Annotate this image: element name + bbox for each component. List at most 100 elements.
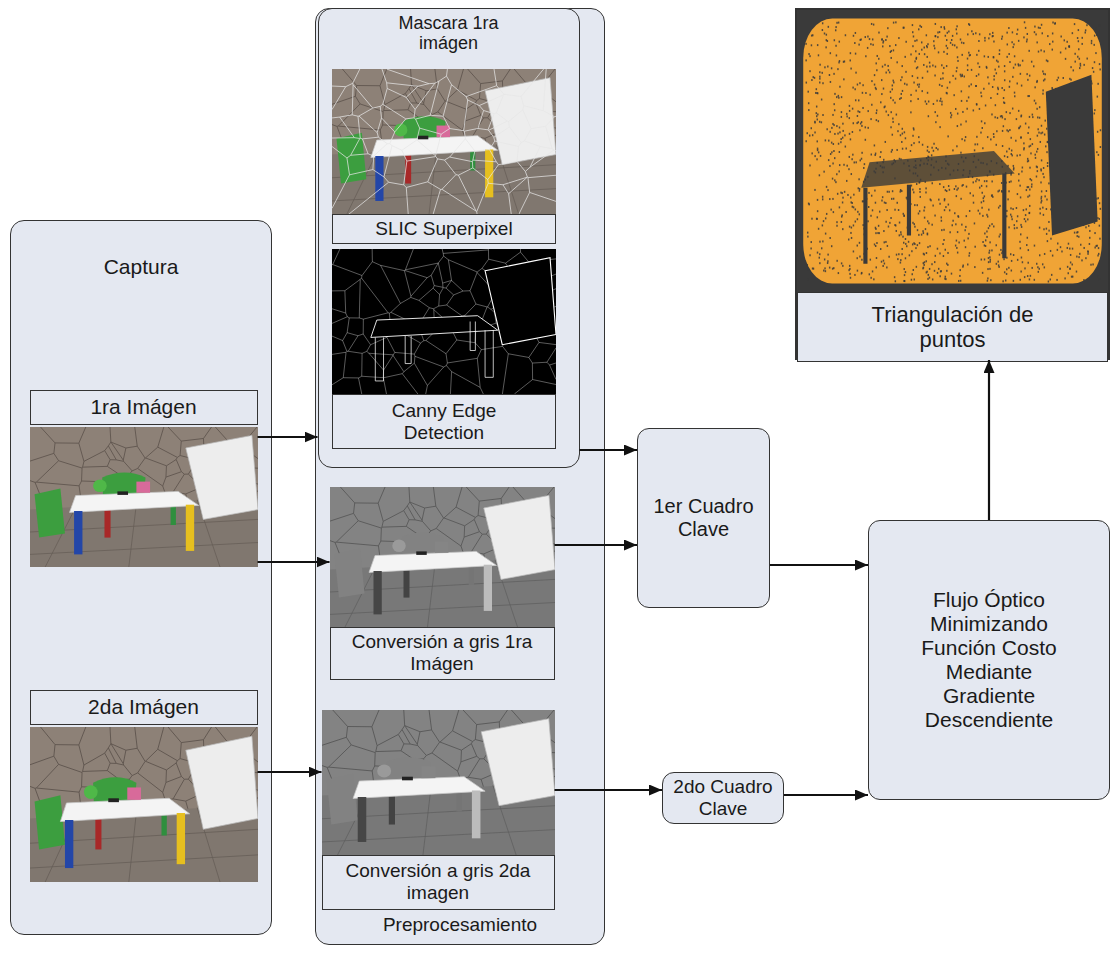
dark-speckle	[858, 121, 859, 123]
dark-speckle	[921, 49, 922, 51]
illustration-group	[30, 727, 258, 882]
dark-speckle	[943, 67, 944, 69]
dark-speckle	[901, 253, 902, 255]
dark-speckle	[868, 192, 869, 194]
dark-speckle	[805, 140, 806, 142]
dark-speckle	[990, 259, 991, 261]
dark-speckle	[1043, 228, 1044, 230]
dark-speckle	[1009, 181, 1010, 183]
dark-speckle	[993, 56, 994, 58]
dark-speckle	[871, 23, 872, 25]
dark-speckle	[819, 257, 820, 259]
dark-speckle	[861, 152, 862, 154]
dark-speckle	[1079, 253, 1080, 255]
dark-speckle	[837, 193, 838, 195]
dark-speckle	[867, 47, 868, 49]
dark-speckle	[875, 228, 876, 230]
dark-speckle	[931, 263, 932, 265]
dark-speckle	[1006, 56, 1007, 58]
process-box: Flujo Óptico Minimizando Función Costo M…	[868, 520, 1110, 800]
dark-speckle	[965, 120, 966, 122]
dark-speckle	[960, 198, 961, 200]
dark-speckle	[956, 195, 957, 197]
dark-speckle	[897, 258, 898, 260]
dark-speckle	[1041, 125, 1042, 127]
table-leg	[104, 508, 110, 537]
dark-speckle	[964, 240, 965, 242]
dark-speckle	[842, 201, 843, 203]
dark-speckle	[948, 30, 949, 32]
dark-speckle	[910, 111, 911, 113]
dark-speckle	[1077, 37, 1078, 39]
dark-speckle	[902, 128, 903, 130]
dark-speckle	[931, 154, 932, 156]
image-step-box: Canny Edge Detection	[332, 249, 556, 449]
dark-speckle	[892, 134, 893, 136]
dark-speckle	[830, 81, 831, 83]
node-label: Captura	[104, 255, 179, 279]
dark-speckle	[1014, 55, 1015, 57]
dark-speckle	[808, 102, 809, 104]
dark-speckle	[830, 153, 831, 155]
dark-speckle	[1080, 65, 1081, 67]
dark-speckle	[900, 233, 901, 235]
dark-speckle	[942, 72, 943, 74]
dark-speckle	[898, 253, 899, 255]
dark-speckle	[1002, 36, 1003, 38]
dark-speckle	[927, 233, 928, 235]
dark-speckle	[1095, 52, 1096, 54]
dark-speckle	[900, 97, 901, 99]
dark-speckle	[934, 215, 935, 217]
dark-speckle	[921, 234, 922, 236]
dark-speckle	[1078, 29, 1079, 31]
dark-speckle	[982, 241, 983, 243]
dark-speckle	[981, 259, 982, 261]
dark-speckle	[811, 241, 812, 243]
dark-speckle	[999, 236, 1000, 238]
dark-speckle	[979, 66, 980, 68]
dark-speckle	[1052, 32, 1053, 34]
dark-speckle	[1083, 279, 1084, 281]
dark-speckle	[913, 242, 914, 244]
dark-speckle	[912, 24, 913, 26]
dark-speckle	[980, 92, 981, 94]
dark-speckle	[1029, 278, 1030, 280]
node-label: 1ra Imágen	[90, 395, 196, 419]
dark-speckle	[1042, 173, 1043, 175]
dark-speckle	[939, 100, 940, 102]
dark-speckle	[986, 185, 987, 187]
dark-speckle	[956, 28, 957, 30]
dark-speckle	[1018, 110, 1019, 112]
dark-speckle	[824, 66, 825, 68]
dark-speckle	[1010, 137, 1011, 139]
dark-speckle	[863, 167, 864, 169]
dark-speckle	[825, 46, 826, 48]
dark-speckle	[923, 267, 924, 269]
dark-speckle	[855, 208, 856, 210]
dark-speckle	[811, 152, 812, 154]
dark-speckle	[872, 270, 873, 272]
dark-speckle	[1010, 180, 1011, 182]
dark-speckle	[968, 52, 969, 54]
table-silhouette	[861, 151, 1014, 188]
dark-speckle	[1039, 227, 1040, 229]
dark-speckle	[946, 270, 947, 272]
dark-speckle	[857, 245, 858, 247]
dark-speckle	[1020, 137, 1021, 139]
table-leg	[176, 813, 184, 864]
dark-speckle	[897, 130, 898, 132]
step-label-box: SLIC Superpixel	[332, 214, 556, 244]
dark-speckle	[1038, 271, 1039, 273]
dark-speckle	[1077, 231, 1078, 233]
dark-speckle	[831, 67, 832, 69]
dark-speckle	[1017, 215, 1018, 217]
dark-speckle	[1027, 160, 1028, 162]
dark-speckle	[1013, 280, 1014, 282]
dark-speckle	[922, 267, 923, 269]
dark-speckle	[890, 91, 891, 93]
dark-speckle	[1036, 166, 1037, 168]
dark-speckle	[933, 143, 934, 145]
white-board	[185, 736, 257, 829]
dark-speckle	[901, 65, 902, 67]
dark-speckle	[1078, 256, 1079, 258]
